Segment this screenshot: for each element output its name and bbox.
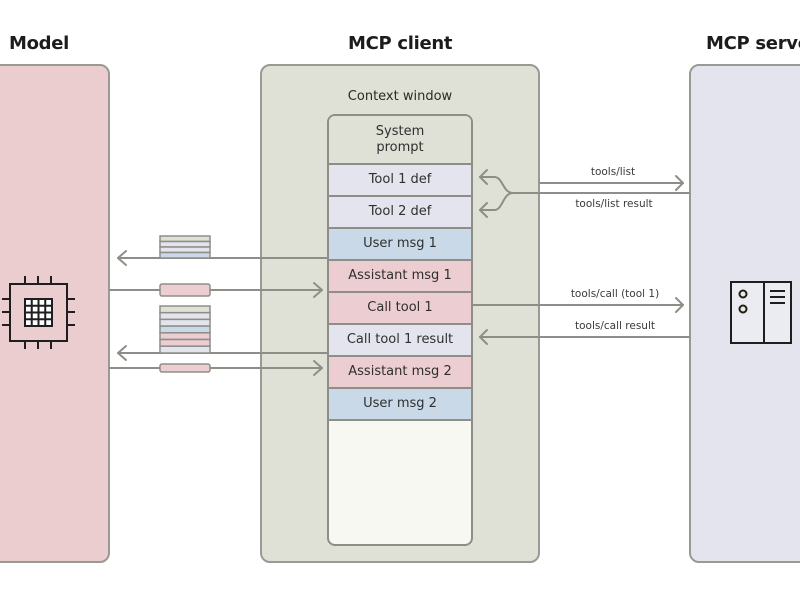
tools-list-result-label: tools/list result [575, 198, 653, 210]
chip-icon [2, 276, 75, 349]
model-panel [0, 64, 110, 563]
arrow-tools-list-result-brace [479, 169, 690, 218]
slot-system-prompt: System prompt [329, 116, 471, 165]
arrow-model-to-context-1 [109, 282, 323, 298]
slot-user-msg-2: User msg 2 [329, 389, 471, 421]
slot-tool-1-def: Tool 1 def [329, 165, 471, 197]
arrow-tools-list [539, 175, 684, 191]
slot-call-tool-1-result: Call tool 1 result [329, 325, 471, 357]
assistant-output-icon-1 [159, 283, 211, 297]
slot-assistant-msg-2: Assistant msg 2 [329, 357, 471, 389]
context-window-title: Context window [347, 89, 453, 104]
slot-user-msg-1: User msg 1 [329, 229, 471, 261]
arrow-model-to-context-2 [109, 360, 323, 376]
slot-tool-2-def: Tool 2 def [329, 197, 471, 229]
context-stack-icon-2 [159, 305, 211, 354]
context-window: System prompt Tool 1 def Tool 2 def User… [327, 114, 473, 546]
server-icon [730, 281, 792, 344]
arrow-tools-call [472, 297, 684, 313]
slot-assistant-msg-1: Assistant msg 1 [329, 261, 471, 293]
arrow-context-to-model-1 [117, 250, 328, 266]
tools-call-result-label: tools/call result [575, 320, 655, 332]
arrow-tools-call-result [479, 329, 690, 345]
mcp-server-heading: MCP server [706, 33, 800, 54]
arrow-context-to-model-2 [117, 345, 328, 361]
mcp-client-heading: MCP client [348, 33, 453, 54]
assistant-output-icon-2 [159, 363, 211, 373]
model-heading: Model [9, 33, 70, 54]
slot-call-tool-1: Call tool 1 [329, 293, 471, 325]
tools-call-label: tools/call (tool 1) [570, 288, 660, 300]
context-stack-icon-1 [159, 235, 211, 259]
tools-list-label: tools/list [590, 166, 636, 178]
